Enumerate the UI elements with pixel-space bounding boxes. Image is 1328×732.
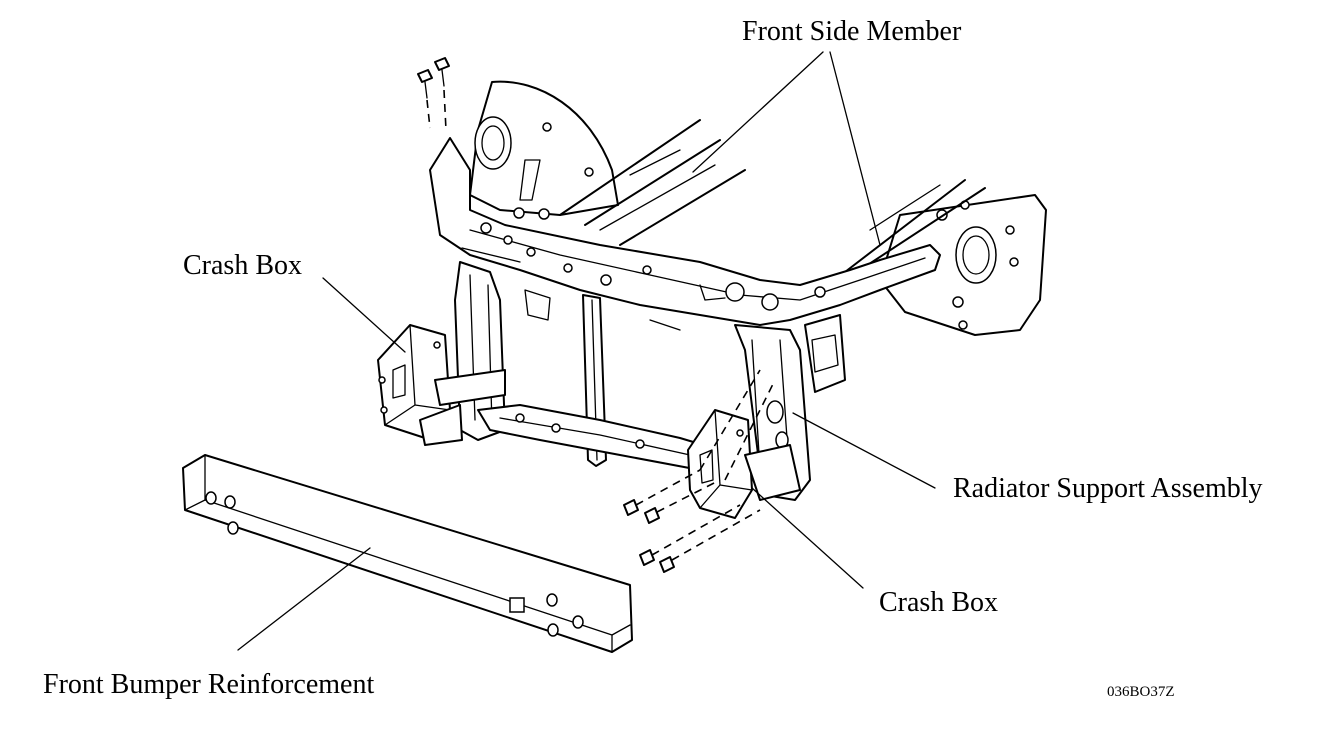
radiator-support-upper-member bbox=[429, 137, 941, 326]
bolts-upper bbox=[417, 57, 450, 131]
label-radiator-support-assembly: Radiator Support Assembly bbox=[953, 473, 1263, 504]
label-front-side-member: Front Side Member bbox=[742, 16, 962, 47]
leader-lines bbox=[237, 51, 936, 651]
front-bumper-reinforcement bbox=[182, 454, 633, 653]
leader-bumper-reinforcement bbox=[237, 547, 371, 651]
label-crash-box-left: Crash Box bbox=[183, 250, 302, 281]
leader-crash-box-left bbox=[322, 277, 406, 353]
label-crash-box-right: Crash Box bbox=[879, 587, 998, 618]
leader-crash-box-right bbox=[751, 487, 864, 589]
member-bracket-right bbox=[804, 314, 846, 393]
bolts-lower bbox=[623, 369, 776, 573]
leader-front-side-member-right bbox=[829, 51, 881, 246]
figure-code: 036BO37Z bbox=[1107, 684, 1175, 700]
crash-box-left bbox=[377, 324, 506, 446]
front-side-member-left bbox=[469, 80, 746, 246]
leader-radiator-support bbox=[792, 412, 936, 489]
leader-front-side-member-left bbox=[692, 51, 824, 173]
crash-box-right bbox=[687, 409, 801, 519]
front-side-member-right bbox=[844, 179, 1047, 336]
label-front-bumper-reinforcement: Front Bumper Reinforcement bbox=[43, 669, 375, 700]
